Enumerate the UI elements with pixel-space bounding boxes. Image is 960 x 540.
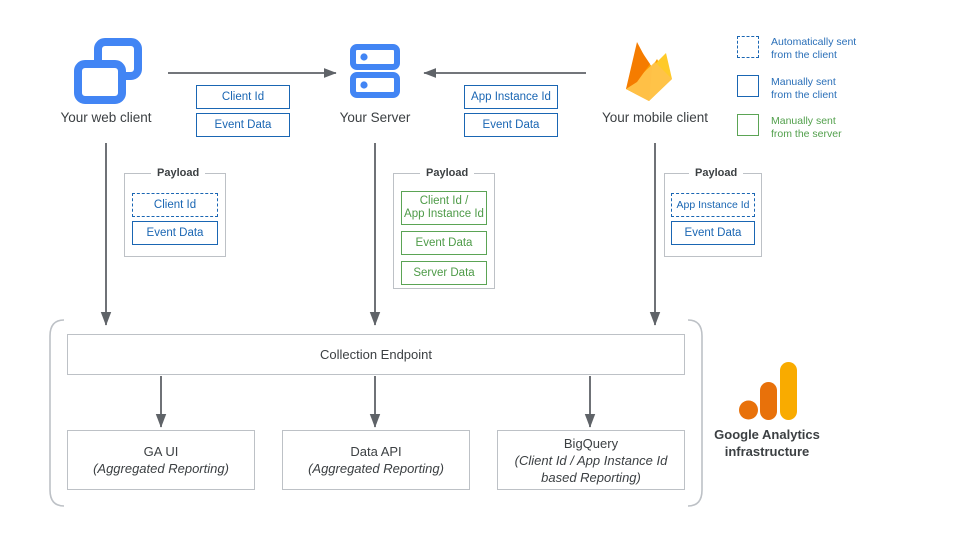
legend-label-manual-server: Manually sent from the server bbox=[771, 115, 842, 140]
ga-infrastructure-caption: Google Analytics infrastructure bbox=[714, 427, 820, 459]
server-rack-icon bbox=[350, 44, 400, 98]
google-analytics-icon bbox=[739, 362, 797, 420]
output-subtitle-bigquery: (Client Id / App Instance Id based Repor… bbox=[514, 452, 668, 485]
transport-label-event-data: Event Data bbox=[196, 113, 290, 137]
output-title-data-api: Data API bbox=[350, 444, 402, 459]
firebase-flame-icon bbox=[626, 42, 672, 101]
legend-swatch-solid-green bbox=[737, 114, 759, 136]
node-label-server: Your Server bbox=[339, 110, 411, 125]
payload-mobile-legend: Payload bbox=[689, 167, 744, 179]
legend-label-automatic-client: Automatically sent from the client bbox=[771, 36, 857, 61]
legend-label-manual-client: Manually sent from the client bbox=[771, 76, 837, 101]
infrastructure-bracket-left bbox=[49, 319, 65, 507]
browser-windows-icon bbox=[74, 38, 142, 104]
output-subtitle-ga-ui: (Aggregated Reporting) bbox=[93, 461, 229, 476]
payload-server-item-ids: Client Id / App Instance Id bbox=[401, 191, 487, 225]
legend-swatch-dashed-blue bbox=[737, 36, 759, 58]
payload-web-item-client-id: Client Id bbox=[132, 193, 218, 217]
transport-label-client-id: Client Id bbox=[196, 85, 290, 109]
transport-label-app-instance-id: App Instance Id bbox=[464, 85, 558, 109]
infrastructure-bracket-right bbox=[687, 319, 703, 507]
payload-server-legend: Payload bbox=[420, 167, 475, 179]
payload-server-item-server-data: Server Data bbox=[401, 261, 487, 285]
payload-server-item-event-data: Event Data bbox=[401, 231, 487, 255]
output-box-data-api[interactable]: Data API (Aggregated Reporting) bbox=[282, 430, 470, 490]
transport-label-event-data-mobile: Event Data bbox=[464, 113, 558, 137]
output-title-bigquery: BigQuery bbox=[563, 435, 619, 451]
output-title-ga-ui: GA UI bbox=[143, 444, 179, 459]
collection-endpoint-label: Collection Endpoint bbox=[319, 347, 433, 362]
payload-mobile-item-event-data: Event Data bbox=[671, 221, 755, 245]
payload-web-legend: Payload bbox=[151, 167, 206, 179]
output-subtitle-data-api: (Aggregated Reporting) bbox=[308, 461, 444, 476]
collection-endpoint-box[interactable]: Collection Endpoint bbox=[67, 334, 685, 375]
payload-web-item-event-data: Event Data bbox=[132, 221, 218, 245]
output-box-bigquery[interactable]: BigQuery (Client Id / App Instance Id ba… bbox=[497, 430, 685, 490]
node-label-web-client: Your web client bbox=[60, 110, 152, 125]
output-box-ga-ui[interactable]: GA UI (Aggregated Reporting) bbox=[67, 430, 255, 490]
node-label-mobile-client: Your mobile client bbox=[601, 110, 709, 125]
payload-mobile-item-app-instance-id: App Instance Id bbox=[671, 193, 755, 217]
legend-swatch-solid-blue bbox=[737, 75, 759, 97]
